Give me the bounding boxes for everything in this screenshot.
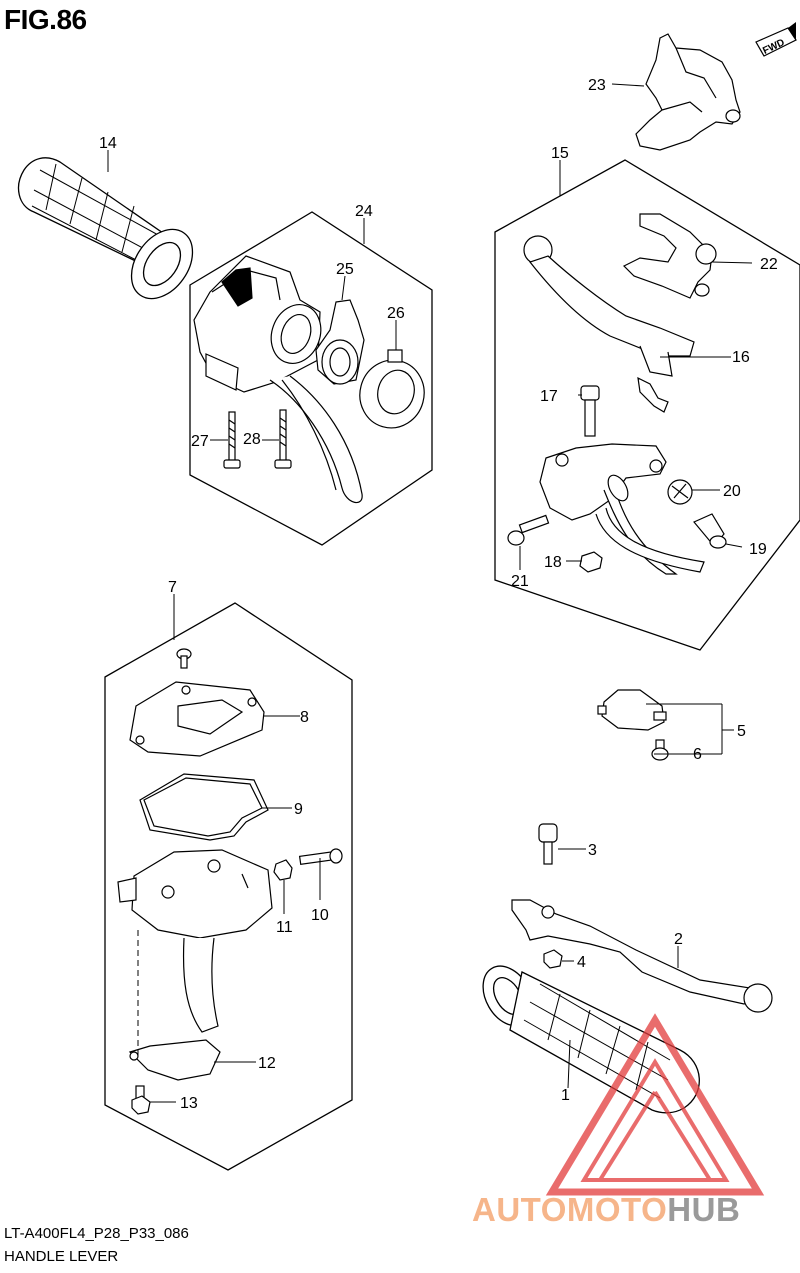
watermark-text: AUTOMOTOHUB [472, 1191, 740, 1229]
part-brake-master-body [539, 443, 705, 575]
part-19-switch-screw [693, 513, 727, 549]
figure-code: LT-A400FL4_P28_P33_086 [4, 1225, 189, 1242]
part-18-nut [579, 551, 603, 573]
part-6-screw [651, 739, 669, 761]
callout-5: 5 [737, 723, 746, 740]
callout-18: 18 [544, 554, 562, 571]
part-10-screw [298, 848, 343, 866]
callout-27: 27 [191, 433, 209, 450]
callout-16: 16 [732, 349, 750, 366]
part-11-nut [273, 859, 293, 881]
callout-14: 14 [99, 135, 117, 152]
callout-13: 13 [180, 1095, 198, 1112]
part-23-cover [635, 33, 741, 151]
part-8-cover [129, 681, 265, 757]
part-16-pin [637, 376, 669, 413]
watermark-text-b: HUB [667, 1191, 741, 1228]
part-21-screw [507, 514, 550, 546]
watermark-text-a: AUTOMOTO [472, 1191, 668, 1228]
part-4-nut [543, 949, 563, 969]
group-7-outline [104, 602, 353, 1171]
group-15-outline [494, 159, 800, 651]
part-13-bolt [131, 1085, 151, 1115]
part-1-grip [482, 965, 700, 1114]
callout-19: 19 [749, 541, 767, 558]
callout-20: 20 [723, 483, 741, 500]
part-28-screw [274, 409, 292, 469]
part-3-bolt [538, 823, 558, 865]
callout-28: 28 [243, 431, 261, 448]
fwd-arrow-icon: FWD [755, 22, 797, 57]
callout-9: 9 [294, 801, 303, 818]
callout-3: 3 [588, 842, 597, 859]
part-27-screw [223, 411, 241, 469]
callout-7: 7 [168, 579, 177, 596]
watermark-logo [545, 1013, 765, 1196]
part-25-clamp [315, 299, 365, 385]
callout-21: 21 [511, 573, 529, 590]
callout-10: 10 [311, 907, 329, 924]
callout-22: 22 [760, 256, 778, 273]
callout-1: 1 [561, 1087, 570, 1104]
part-14-grip [17, 157, 194, 300]
figure-name: HANDLE LEVER [4, 1248, 119, 1265]
callout-6: 6 [693, 746, 702, 763]
callout-8: 8 [300, 709, 309, 726]
callout-17: 17 [540, 388, 558, 405]
callout-23: 23 [588, 77, 606, 94]
leader-lines [107, 83, 753, 1103]
callout-4: 4 [577, 954, 586, 971]
part-5-brake-switch [597, 689, 667, 731]
figure-title: FIG.86 [4, 4, 87, 35]
part-2-lever [511, 899, 773, 1013]
part-26-collar [359, 349, 425, 429]
part-15-brake-lever [523, 235, 695, 377]
part-7-throttle-housing [117, 849, 273, 1033]
part-22-bracket [622, 213, 717, 299]
part-17-pivot-bolt [580, 385, 600, 437]
callout-12: 12 [258, 1055, 276, 1072]
callout-15: 15 [551, 145, 569, 162]
part-24-switch-assembly [193, 255, 363, 504]
part-20-cap [667, 479, 693, 505]
group-24-outline [189, 211, 433, 546]
callout-25: 25 [336, 261, 354, 278]
part-9-gasket [139, 773, 269, 841]
part-screw-small [176, 648, 192, 669]
callout-26: 26 [387, 305, 405, 322]
callout-2: 2 [674, 931, 683, 948]
callout-24: 24 [355, 203, 373, 220]
part-12-plate [128, 1039, 221, 1081]
callout-11: 11 [276, 919, 293, 936]
